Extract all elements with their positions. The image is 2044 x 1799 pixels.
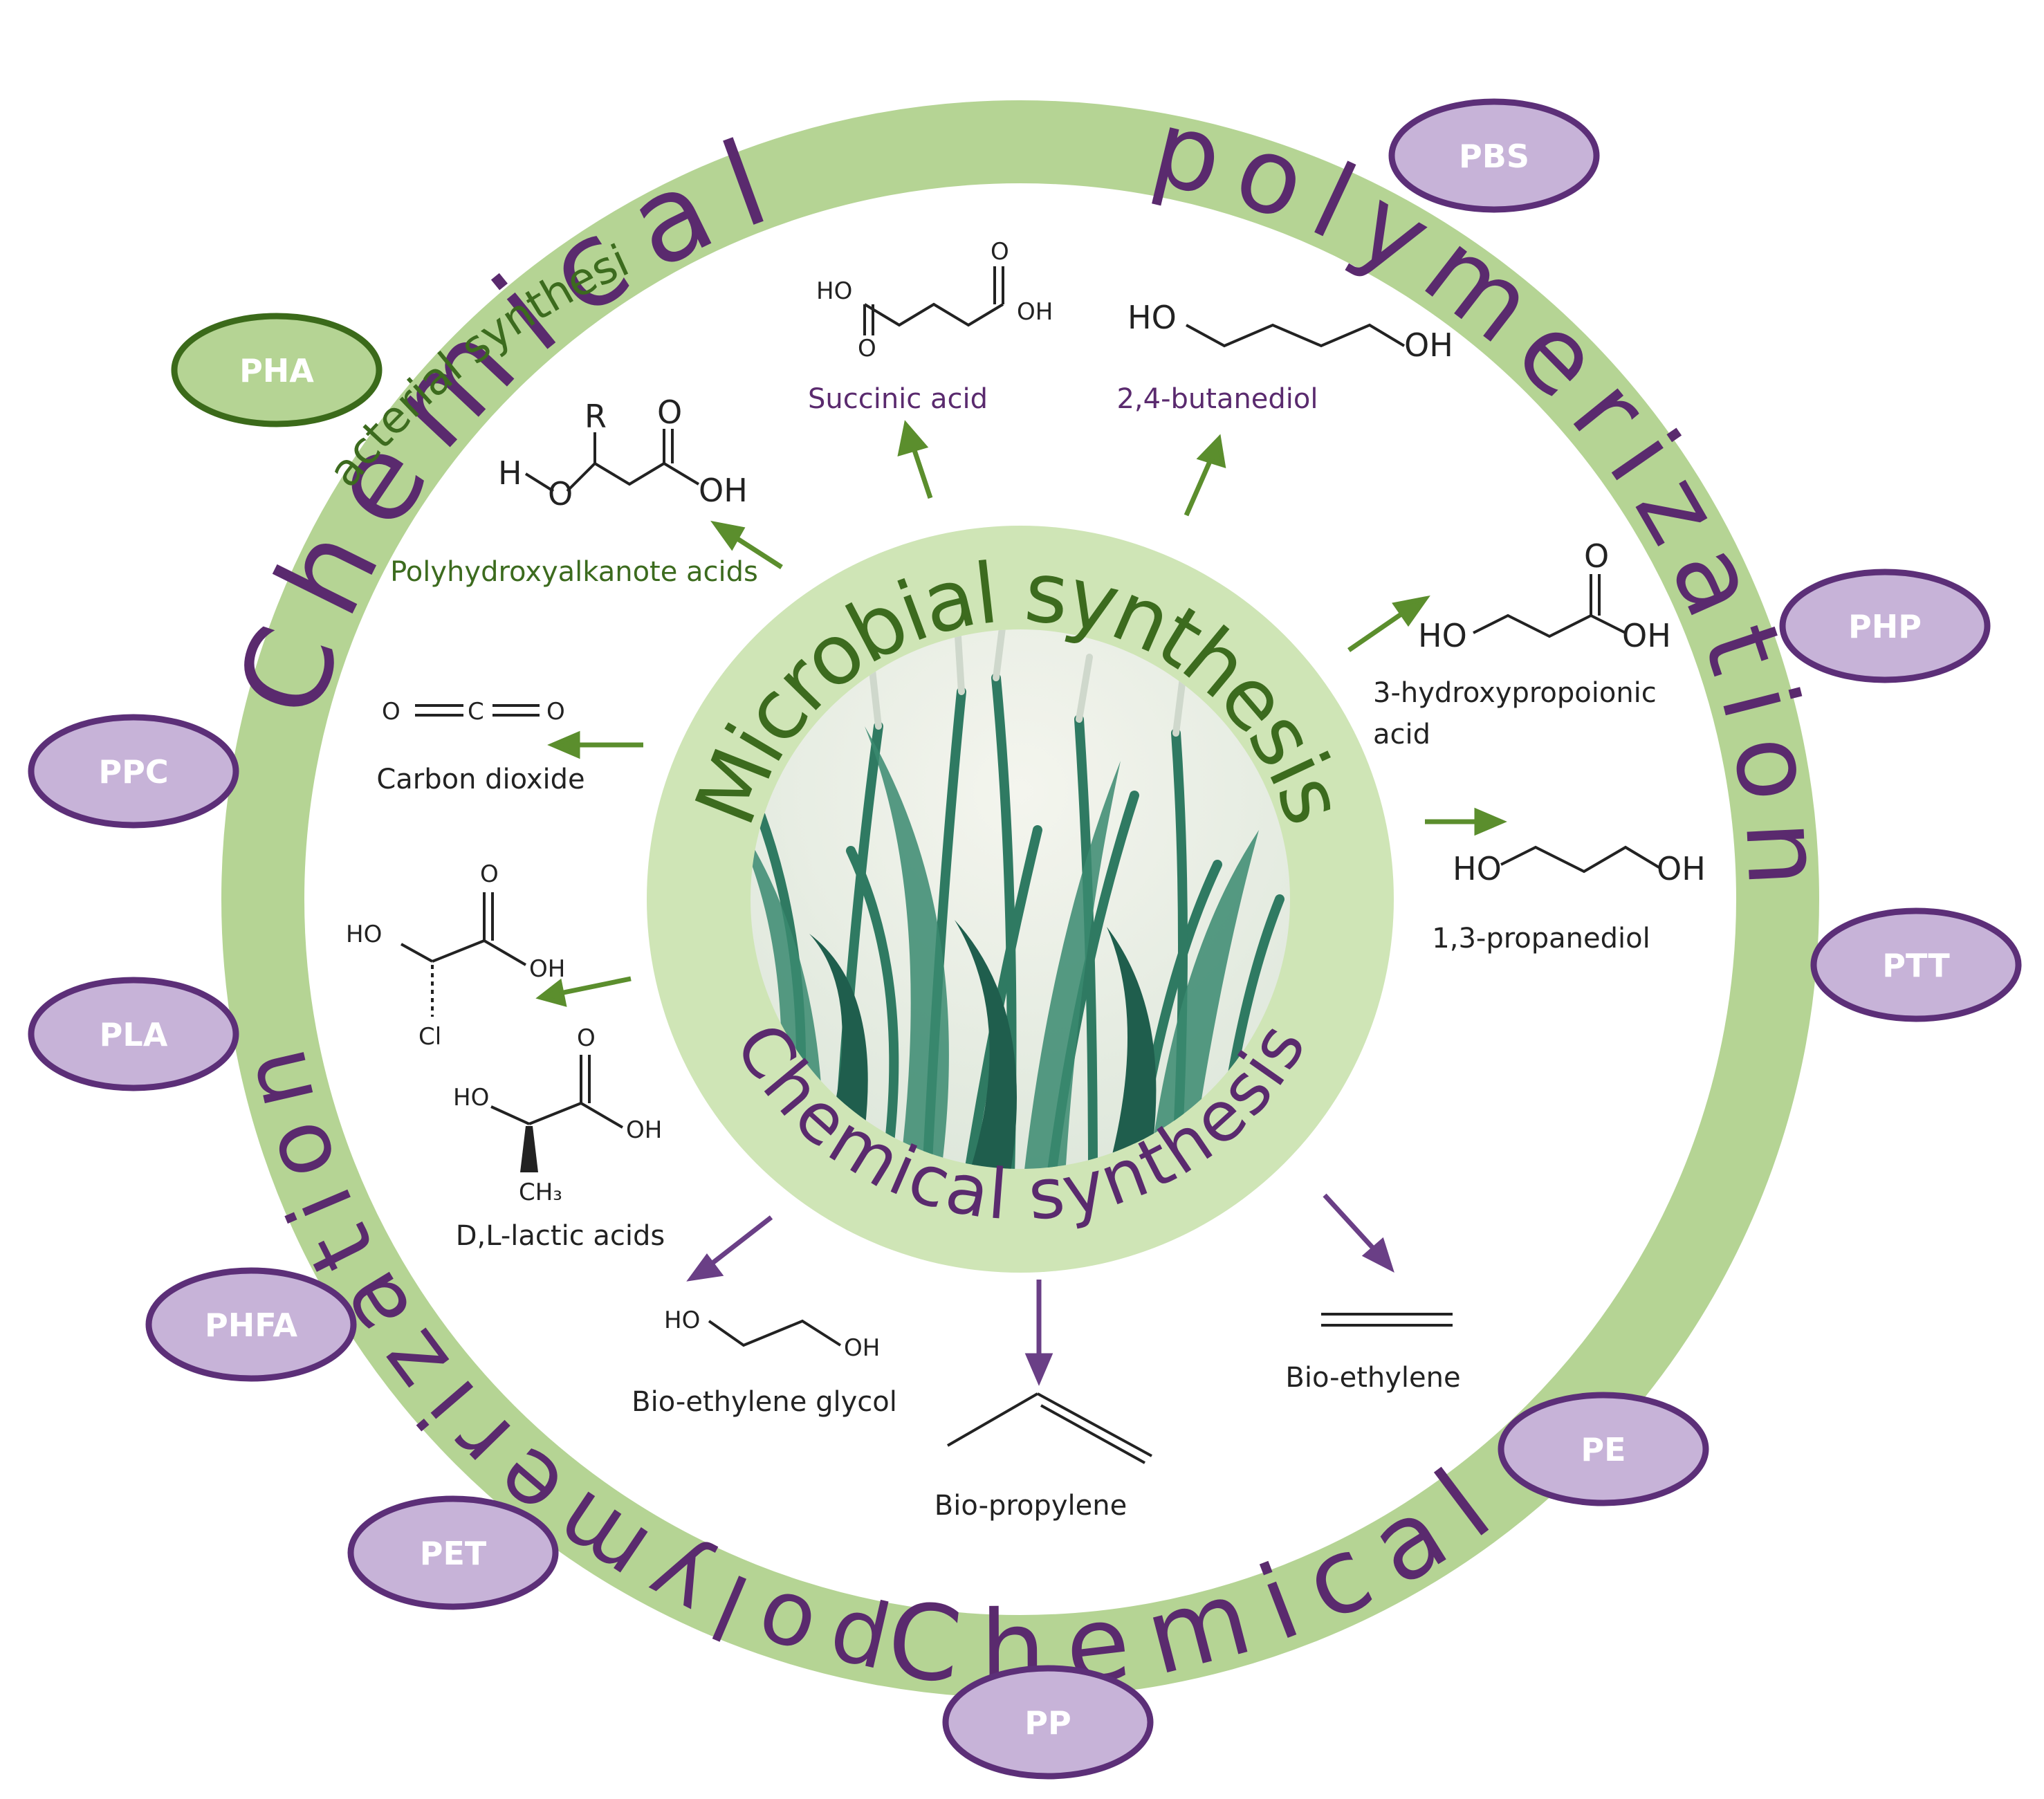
polymer-ellipse-pe: PE [1498,1392,1709,1506]
svg-text:PHP: PHP [1848,608,1922,645]
polymer-ellipse-pha: PHA [171,313,383,427]
pha-acid-structure: H O R O OH [498,394,748,513]
svg-text:PE: PE [1581,1431,1626,1468]
svg-text:PP: PP [1024,1704,1071,1742]
atom-label: HO [664,1307,700,1334]
outer-ring [221,100,1819,1698]
atom-label: O [1584,537,1609,575]
polymer-ellipse-ptt: PTT [1810,907,2022,1022]
hydroxypropionic-structure: HO O OH [1418,537,1671,654]
label-ethylene-glycol: Bio-ethylene glycol [632,1386,897,1418]
atom-label: OH [1657,850,1706,887]
polymer-ellipse-pla: PLA [28,977,239,1091]
atom-label: O [480,860,499,888]
atom-label: O [991,238,1009,266]
grass-illustration [751,629,1290,1169]
atom-label: OH [1622,617,1671,654]
svg-text:PPC: PPC [98,753,168,791]
svg-text:PTT: PTT [1882,947,1950,984]
lactic-acid-structure-1: HO O OH Cl [346,860,565,1051]
atom-label: C [468,698,484,726]
atom-label: O [858,335,876,362]
succinic-acid-structure: HO O O OH [816,238,1053,362]
label-propylene: Bio-propylene [934,1490,1127,1522]
propanediol-structure: HO OH [1453,845,1706,887]
atom-label: OH [1404,326,1453,364]
label-carbon-dioxide: Carbon dioxide [376,764,584,795]
co2-structure: O C O [382,698,565,726]
atom-label: O [546,698,565,726]
atom-label: O [577,1024,596,1052]
atom-label: Cl [418,1023,441,1051]
label-succinic-acid: Succinic acid [808,383,988,415]
lactic-acid-structure-2: HO O OH CH₃ [453,1024,662,1206]
polymer-ellipse-pet: PET [347,1495,559,1610]
atom-label: R [584,398,607,435]
label-butanediol: 2,4-butanediol [1116,383,1318,415]
atom-label: OH [844,1334,880,1362]
label-hydroxypropionic-acid: acid [1373,719,1430,750]
propylene-structure [947,1392,1152,1464]
svg-text:PBS: PBS [1459,138,1529,175]
atom-label: OH [626,1116,662,1144]
polymer-ellipse-ppc: PPC [28,714,239,829]
svg-text:PHA: PHA [239,352,314,389]
label-hydroxypropionic: 3-hydroxypropoionic [1373,677,1657,709]
atom-label: HO [1453,850,1502,887]
atom-label: H [498,454,522,492]
svg-text:PLA: PLA [100,1016,168,1053]
label-propanediol: 1,3-propanediol [1432,923,1650,954]
label-ethylene: Bio-ethylene [1285,1362,1460,1394]
atom-label: HO [453,1084,489,1111]
ethylene-glycol-structure: HO OH [664,1307,880,1362]
atom-label: OH [529,955,565,983]
atom-label: OH [699,472,748,509]
polymer-ellipse-phfa: PHFA [145,1267,357,1382]
polymer-ellipse-pp: PP [942,1665,1154,1780]
atom-label: O [382,698,400,726]
atom-label: HO [1127,299,1177,336]
svg-text:PET: PET [420,1535,487,1572]
label-pha-acids: Polyhydroxyalkanote acids [390,556,758,588]
atom-label: HO [346,921,382,948]
atom-label: HO [816,277,852,305]
purple-arrows [686,1193,1394,1386]
polymer-ellipse-php: PHP [1779,569,1991,683]
atom-label: HO [1418,617,1467,654]
green-arrows [535,420,1507,1007]
svg-text:PHFA: PHFA [205,1307,297,1344]
ring-text-bottom: Chemical [881,1435,1528,1710]
label-lactic-acids: D,L-lactic acids [456,1220,665,1252]
atom-label: OH [1017,298,1053,326]
polymer-ellipse-pbs: PBS [1388,98,1600,213]
atom-label: CH₃ [519,1179,562,1206]
butanediol-structure: HO OH [1127,299,1453,364]
ethylene-structure [1321,1313,1453,1327]
atom-label: O [657,394,682,431]
atom-label: O [548,475,573,513]
